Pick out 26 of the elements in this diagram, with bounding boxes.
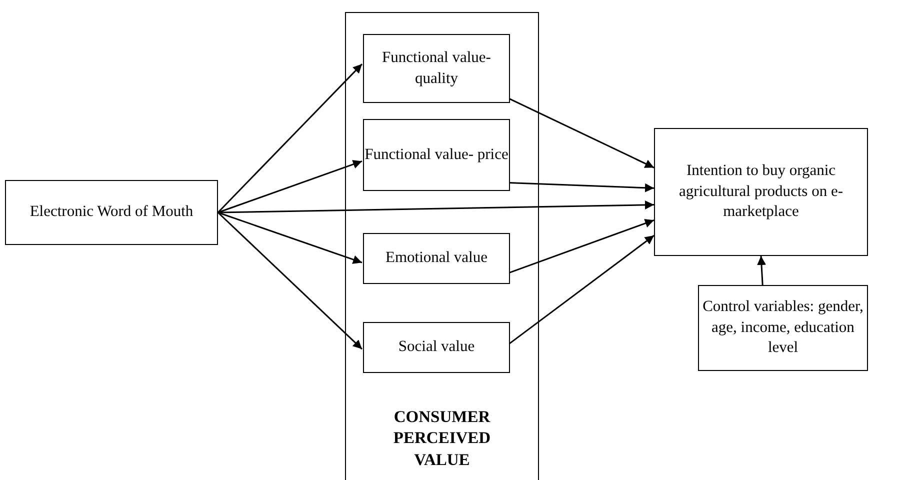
arrow <box>508 182 654 192</box>
concept-box <box>698 285 868 371</box>
box-label: Emotional value <box>385 248 488 268</box>
arrow <box>218 160 362 214</box>
box-label: Social value <box>398 337 475 358</box>
group-heading: CONSUMER PERCEIVED VALUE <box>392 406 492 471</box>
concept-box <box>363 322 510 373</box>
arrow <box>508 219 654 274</box>
arrow <box>757 256 766 286</box>
box-label: Electronic Word of Mouth <box>30 202 194 222</box>
concept-box <box>363 34 510 103</box>
concept-box <box>363 119 510 191</box>
arrow <box>508 98 654 168</box>
concept-box <box>5 180 218 245</box>
box-label: Intention to buy organic agricultural products on e-marketplace <box>678 160 844 222</box>
group-frame <box>345 12 539 480</box>
arrow <box>217 64 363 214</box>
concept-box <box>654 128 868 256</box>
box-label: Control variables: gender, age, income, education level <box>702 296 864 358</box>
box-label: Functional value- price <box>364 144 508 165</box>
box-label: Functional value- quality <box>381 48 492 88</box>
arrow <box>218 200 654 214</box>
concept-box <box>363 233 510 284</box>
arrow <box>508 234 654 345</box>
arrow <box>218 212 362 264</box>
arrow <box>217 212 363 350</box>
